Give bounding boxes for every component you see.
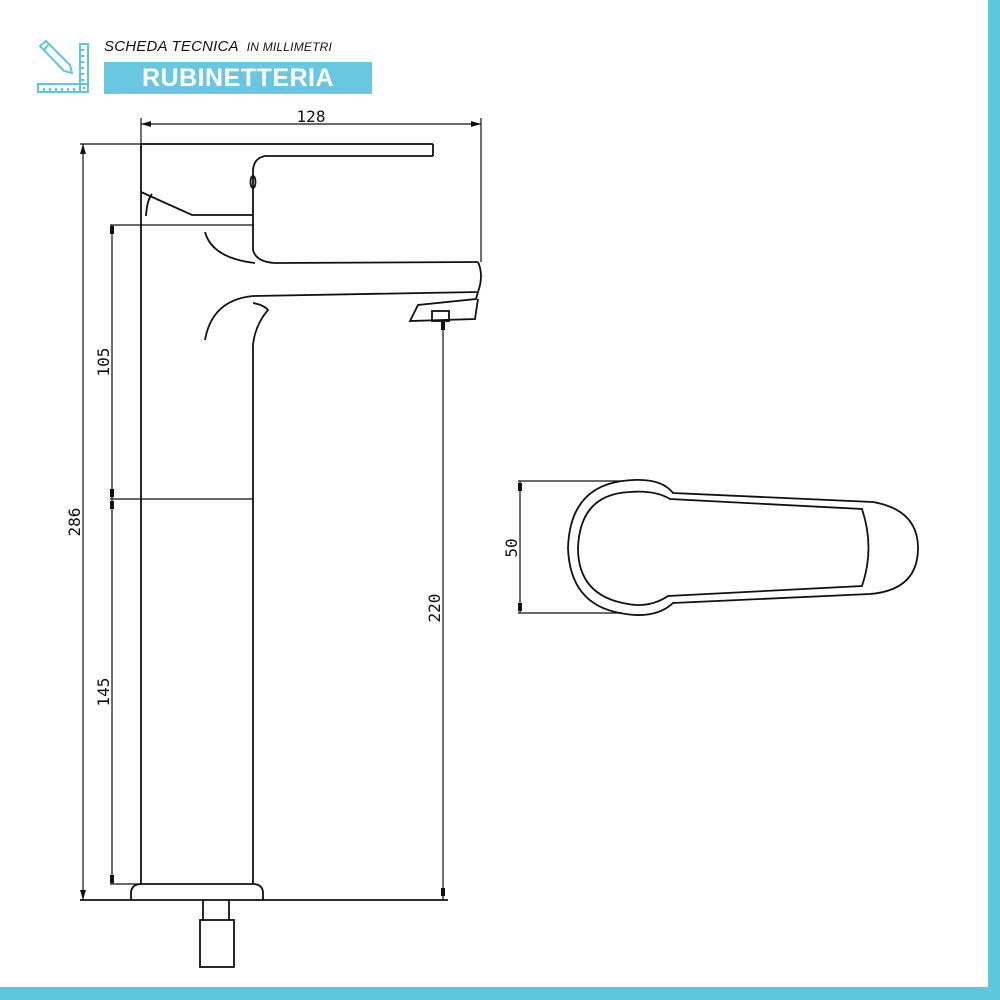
- side-view-dimension-lines: [80, 118, 482, 900]
- dim-width-128: 128: [297, 107, 326, 126]
- dim-height-286: 286: [65, 508, 84, 537]
- top-view-dimension-lines: [518, 480, 622, 614]
- frame-bottom-border: [0, 987, 1000, 1000]
- dim-top-width-50: 50: [502, 538, 521, 557]
- sheet-title: SCHEDA TECNICA IN MILLIMETRI: [104, 38, 332, 55]
- dim-body-upper-105: 105: [94, 348, 113, 377]
- category-banner: RUBINETTERIA: [104, 62, 372, 94]
- top-view-arrows: [518, 483, 522, 611]
- top-view: [567, 478, 919, 616]
- dim-spout-220: 220: [425, 594, 444, 623]
- dim-body-lower-145: 145: [94, 678, 113, 707]
- ruler-pencil-icon: [37, 40, 89, 93]
- side-view: [80, 143, 482, 968]
- dimension-arrows: [80, 121, 481, 900]
- unit-note: IN MILLIMETRI: [246, 40, 333, 54]
- sheet-title-text: SCHEDA TECNICA: [104, 38, 239, 55]
- frame-right-border: [988, 0, 1000, 1000]
